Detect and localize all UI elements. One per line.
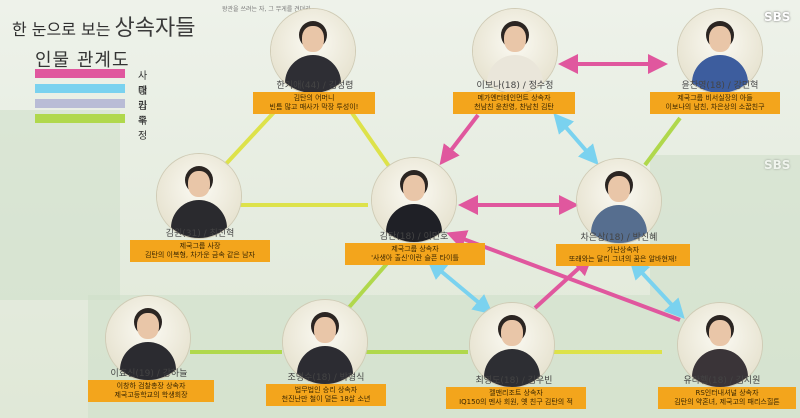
portrait-jo-myung-soo xyxy=(283,300,367,384)
line-love-choi-cha xyxy=(533,255,593,310)
line-han-kimtan xyxy=(348,108,397,177)
line-rival-kimtan-choi xyxy=(426,259,494,315)
title-small: 한 눈으로 보는 xyxy=(12,20,111,39)
legend-label: 사랑 xyxy=(138,71,148,97)
background-panel-left xyxy=(0,110,120,300)
legend-swatch xyxy=(35,114,125,123)
legend-swatch xyxy=(35,69,125,78)
portrait-choi-young-do xyxy=(470,303,554,387)
line-yoon-cha xyxy=(643,116,682,167)
title-big: 상속자들 xyxy=(114,16,196,41)
portrait-lee-bo-na xyxy=(473,9,557,93)
line-rival-lee-cha xyxy=(553,112,599,166)
name-cha-eun-sang: 차은상(18) / 박신혜 xyxy=(580,233,658,243)
name-lee-bo-na: 이보나(18) / 정수정 xyxy=(476,81,554,91)
name-choi-young-do: 최영도(18) / 김우빈 xyxy=(475,376,553,386)
name-lee-hyo-shin: 이효신(19) / 강하늘 xyxy=(110,369,188,379)
legend-swatch xyxy=(35,84,125,93)
name-yoon-chan-young: 윤찬영(18) / 강민혁 xyxy=(681,81,759,91)
name-yoo-ra-hel: 유라헬(18) / 김지원 xyxy=(683,376,761,386)
name-jo-myung-soo: 조명수(18) / 박형식 xyxy=(287,373,365,383)
line-kimtan-jo xyxy=(343,258,392,314)
name-kim-tan: 김탄(18) / 이민호 xyxy=(379,232,449,242)
legend-label: 대립 xyxy=(138,86,148,112)
portrait-kim-tan xyxy=(372,158,456,242)
portrait-han-gi-ae xyxy=(271,9,355,93)
desc-kim-tan: 제국그룹 상속자'사생아 출신'이란 슬픈 타이틀 xyxy=(345,243,485,265)
name-han-gi-ae: 한기애(44) / 김성령 xyxy=(276,81,354,91)
line-rival-cha-yoo xyxy=(629,259,685,319)
legend-label: 가족 xyxy=(138,101,148,127)
legend-label: 우정 xyxy=(138,116,148,142)
portrait-kim-won xyxy=(157,154,241,238)
legend-swatch xyxy=(35,99,125,108)
portrait-yoo-ra-hel xyxy=(678,303,762,387)
line-love-lee-kimtan xyxy=(439,113,480,166)
portrait-lee-hyo-shin xyxy=(106,296,190,380)
title-tagline: 왕관을 쓰려는 자, 그 무게를 견뎌라 xyxy=(222,6,311,13)
legend-title: 인물 관계도 xyxy=(35,50,130,71)
sbs-logo-secondary: SBS xyxy=(764,158,791,172)
sbs-logo: SBS xyxy=(764,10,791,24)
portrait-cha-eun-sang xyxy=(577,159,661,243)
portrait-yoon-chan-young xyxy=(678,9,762,93)
name-kim-won: 김원(31) / 최진혁 xyxy=(165,229,235,239)
